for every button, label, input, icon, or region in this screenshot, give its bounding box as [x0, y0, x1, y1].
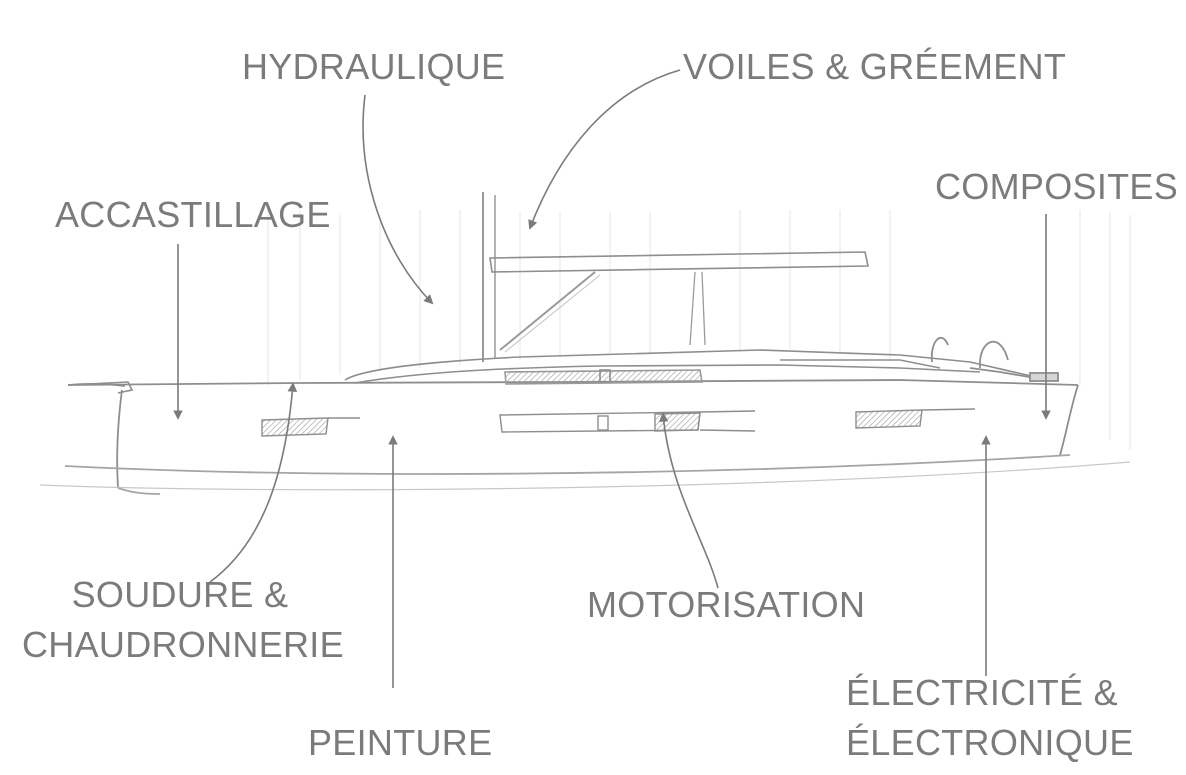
hull-windows [261, 408, 976, 437]
label-composites: COMPOSITES [935, 166, 1179, 207]
label-soudure-line2: CHAUDRONNERIE [22, 624, 344, 665]
arrow-hydraulique [362, 94, 434, 305]
label-motorisation: MOTORISATION [587, 584, 866, 625]
label-voiles-greement: VOILES & GRÉEMENT [683, 46, 1067, 87]
arrow-voiles-greement [528, 69, 681, 230]
label-electricite-line1: ÉLECTRICITÉ & [846, 672, 1118, 713]
label-hydraulique: HYDRAULIQUE [242, 46, 506, 87]
background-hatching [267, 205, 1131, 450]
helm-wheels [930, 337, 1059, 382]
mast [482, 192, 496, 362]
boom [489, 251, 869, 273]
label-electricite-line2: ÉLECTRONIQUE [846, 722, 1134, 763]
label-peinture: PEINTURE [308, 722, 493, 763]
arrow-motorisation [658, 412, 719, 589]
hull [39, 379, 1131, 495]
label-soudure-line1: SOUDURE & [71, 574, 289, 615]
arrow-soudure [209, 382, 298, 583]
callout-arrows [173, 69, 1051, 688]
label-accastillage: ACCASTILLAGE [55, 194, 331, 235]
label-electricite-electronique: ÉLECTRICITÉ & ÉLECTRONIQUE [846, 668, 1134, 768]
boom-vang [499, 271, 596, 351]
coachroof [344, 349, 1041, 385]
label-soudure-chaudronnerie: SOUDURE & CHAUDRONNERIE [22, 570, 344, 670]
